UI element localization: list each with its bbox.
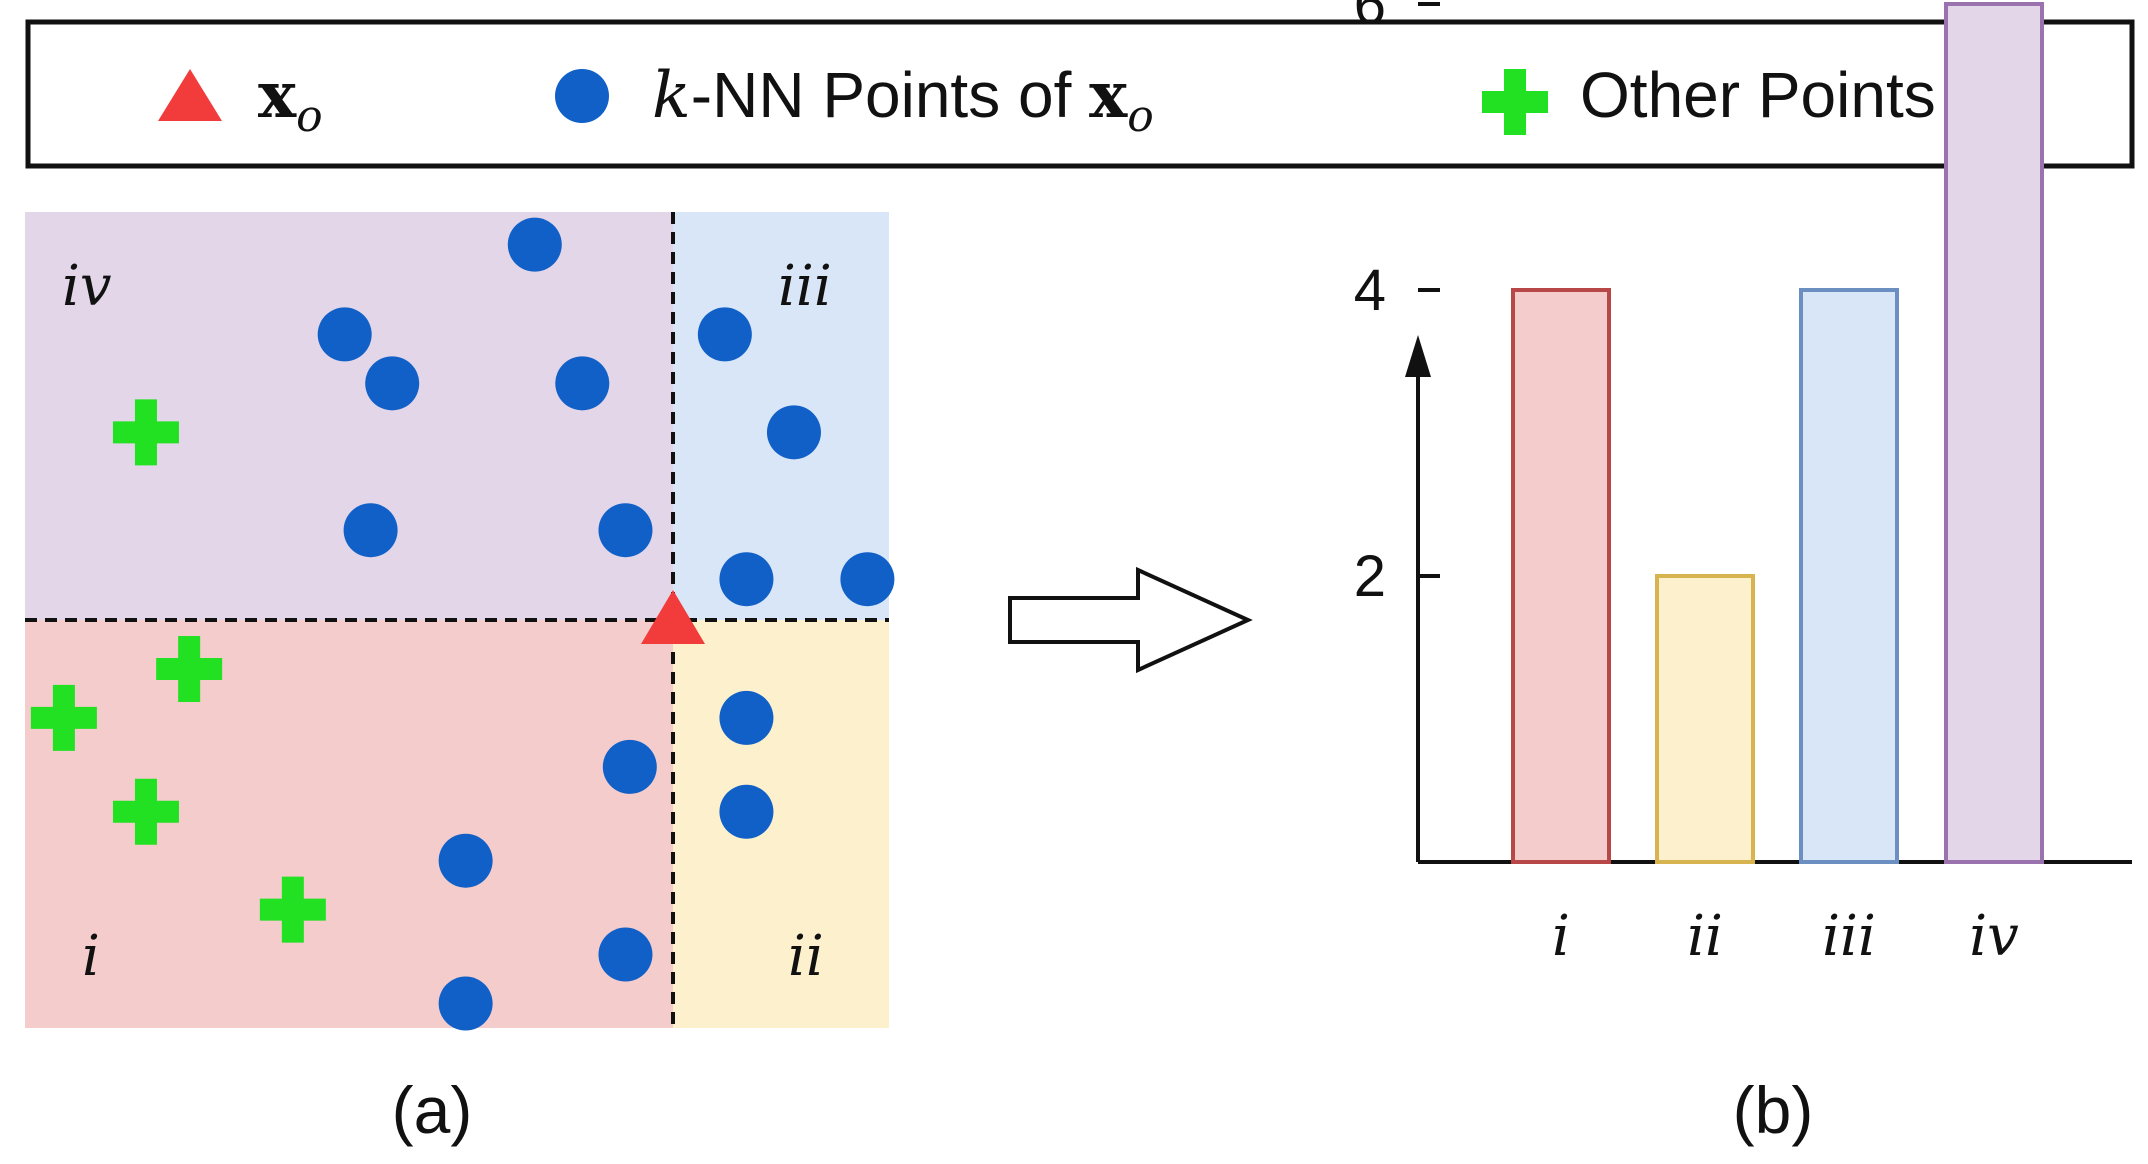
knn-point — [555, 356, 610, 411]
origin-triangle — [641, 590, 705, 644]
bar-iii — [1799, 288, 1899, 864]
plus-icon — [1482, 69, 1548, 135]
knn-point — [598, 927, 653, 982]
knn-point — [766, 405, 821, 460]
legend-item-other: Other Points — [1580, 59, 1936, 131]
panel-a: iv iii i ii (a) — [25, 212, 895, 1147]
legend-item-knn: k-NN Points of xo — [652, 58, 1154, 142]
legend-frame — [25, 19, 2135, 169]
knn-point — [719, 552, 774, 607]
bar-i — [1511, 288, 1611, 864]
other-point — [30, 684, 97, 751]
legend-knn-sub: o — [1127, 91, 1154, 142]
legend-knn-main: x — [1089, 58, 1128, 133]
y-tick-label: 2 — [1354, 544, 1386, 609]
legend-origin-main: x — [258, 58, 297, 133]
knn-point — [719, 690, 774, 745]
region-label-i: i — [82, 924, 100, 989]
bar-iv — [1944, 2, 2044, 864]
region-i — [25, 620, 673, 1028]
x-tick-label: ii — [1687, 904, 1723, 969]
other-point — [156, 635, 223, 702]
region-ii — [673, 620, 889, 1028]
legend-origin-sub: o — [296, 91, 323, 142]
region-label-iii: iii — [778, 254, 832, 319]
triangle-icon — [158, 69, 222, 121]
y-tick-label: 4 — [1354, 258, 1386, 323]
legend: xo k-NN Points of xo Other Points — [25, 19, 2135, 169]
x-tick-label: i — [1552, 904, 1570, 969]
knn-point — [438, 833, 493, 888]
knn-point — [438, 976, 493, 1031]
bar-marks — [1511, 2, 2044, 864]
region-iv — [25, 212, 673, 620]
knn-point — [840, 552, 895, 607]
legend-knn-prefix: k — [652, 59, 691, 133]
legend-item-origin: xo — [258, 58, 323, 142]
circle-icon — [555, 69, 609, 123]
bar-ii — [1655, 574, 1755, 864]
region-label-iv: iv — [62, 254, 112, 319]
knn-point — [343, 503, 398, 558]
x-tick-label: iv — [1969, 904, 2019, 969]
arrow-icon — [1008, 566, 1253, 674]
legend-knn-text: -NN Points of — [691, 59, 1089, 131]
knn-point — [602, 739, 657, 794]
caption-b: (b) — [1733, 1073, 1814, 1147]
other-point — [112, 399, 179, 466]
x-tick-label: iii — [1822, 904, 1876, 969]
knn-point — [598, 503, 653, 558]
knn-point — [719, 784, 774, 839]
other-point — [259, 876, 326, 943]
knn-point — [317, 307, 372, 362]
y-tick-label: 6 — [1354, 0, 1386, 37]
knn-point — [507, 217, 562, 272]
scatter-marks — [30, 217, 895, 1031]
region-label-ii: ii — [788, 924, 824, 989]
y-axis-arrowhead — [1405, 335, 1431, 377]
knn-point — [365, 356, 420, 411]
caption-a: (a) — [392, 1073, 473, 1147]
knn-point — [697, 307, 752, 362]
other-point — [112, 778, 179, 845]
